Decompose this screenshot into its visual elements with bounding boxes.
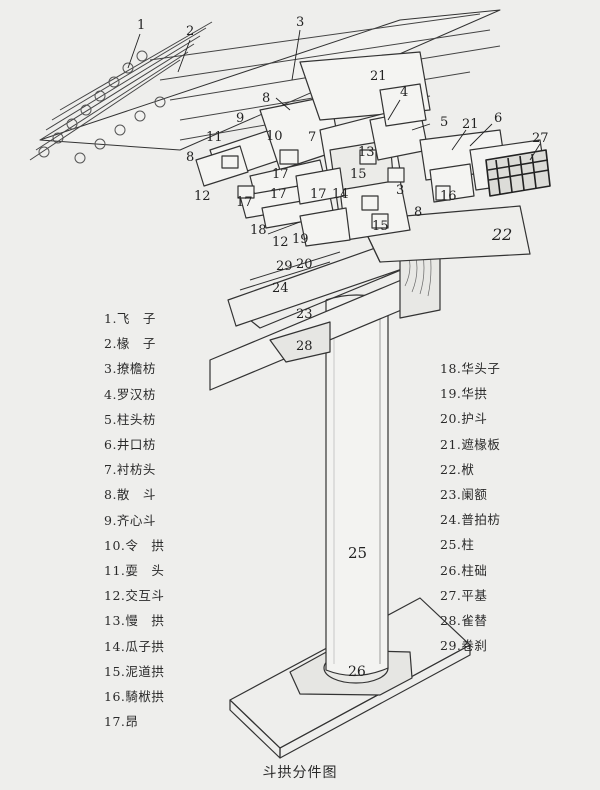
- callout-2: 2: [186, 24, 194, 39]
- legend-item: 2.椽 子: [104, 336, 156, 352]
- callout-25: 25: [348, 544, 367, 562]
- legend-left: 1.飞 子 2.椽 子 3.撩檐枋 4.罗汉枋 5.柱头枋 6.井口枋 7.衬枋…: [104, 306, 164, 734]
- legend-item: 1.飞 子: [104, 311, 156, 326]
- legend-item: 24.普拍枋: [440, 512, 501, 528]
- callout-17d: 17: [310, 187, 327, 202]
- callout-17b: 17: [236, 195, 253, 210]
- legend-item: 12.交互斗: [104, 588, 165, 604]
- callout-15b: 15: [372, 219, 389, 234]
- callout-28: 28: [296, 339, 313, 354]
- callout-29: 29: [276, 259, 293, 274]
- callout-9: 9: [236, 111, 244, 126]
- legend-item: 7.衬枋头: [104, 462, 156, 478]
- legend-item: 10.令 拱: [104, 537, 165, 553]
- legend-item: 6.井口枋: [104, 437, 156, 453]
- callout-24: 24: [272, 281, 289, 296]
- legend-item: 23.阑额: [440, 487, 488, 503]
- callout-12a: 12: [194, 189, 211, 204]
- legend-item: 26.柱础: [440, 562, 488, 578]
- legend-item: 21.遮椽板: [440, 436, 501, 452]
- callout-1: 1: [137, 18, 145, 33]
- legend-item: 5.柱头枋: [104, 411, 156, 427]
- callout-21a: 21: [370, 69, 387, 84]
- legend-item: 20.护斗: [440, 411, 488, 427]
- legend-item: 13.慢 拱: [104, 613, 165, 629]
- callout-21b: 21: [462, 117, 479, 132]
- legend-item: 28.雀替: [440, 613, 488, 629]
- legend-item: 4.罗汉枋: [104, 386, 156, 402]
- ceiling-lattice: [485, 149, 551, 197]
- callout-14: 14: [332, 187, 349, 202]
- legend-item: 9.齐心斗: [104, 512, 156, 528]
- callout-5: 5: [440, 115, 448, 130]
- callout-17c: 17: [270, 187, 287, 202]
- legend-item: 27.平基: [440, 587, 488, 603]
- legend-item: 18.华头子: [440, 361, 501, 376]
- callout-8a: 8: [262, 91, 270, 106]
- column-top-lines: [239, 251, 341, 291]
- legend-item: 11.耍 头: [104, 563, 165, 579]
- callout-numbers: 1 2 3 21 4 8 9 10 7 5 21 6 27 11 8 13 15…: [137, 15, 549, 680]
- legend-item: 15.泥道拱: [104, 663, 165, 679]
- callout-10: 10: [266, 129, 283, 144]
- callout-11: 11: [206, 130, 223, 145]
- legend-item: 25.柱: [440, 537, 475, 553]
- callout-16: 16: [440, 189, 457, 204]
- legend-item: 14.瓜子拱: [104, 638, 165, 654]
- legend-item: 19.华拱: [440, 386, 488, 402]
- callout-19: 19: [292, 232, 309, 247]
- figure-caption: 斗拱分件图: [262, 765, 338, 781]
- callout-7: 7: [308, 130, 316, 145]
- legend-item: 16.騎栿拱: [104, 689, 165, 705]
- callout-20: 20: [296, 257, 313, 272]
- callout-22: 22: [491, 225, 512, 244]
- callout-8c: 8: [414, 205, 422, 220]
- legend-item: 3.撩檐枋: [104, 361, 156, 377]
- callout-18: 18: [250, 223, 267, 238]
- legend-right: 18.华头子 19.华拱 20.护斗 21.遮椽板 22.栿 23.阑额 24.…: [440, 356, 500, 658]
- callout-3b: 3: [396, 183, 404, 198]
- legend-item: 29.卷刹: [440, 638, 488, 654]
- legend-item: 8.散 斗: [104, 487, 156, 503]
- legend-item: 17.昂: [104, 714, 139, 730]
- callout-8b: 8: [186, 150, 194, 165]
- callout-3: 3: [296, 15, 304, 30]
- callout-12b: 12: [272, 235, 289, 250]
- callout-4: 4: [400, 85, 408, 100]
- column: [325, 294, 389, 677]
- callout-17a: 17: [272, 167, 289, 182]
- callout-27: 27: [532, 131, 549, 146]
- callout-13: 13: [358, 145, 375, 160]
- callout-6: 6: [494, 111, 502, 126]
- legend-item: 22.栿: [440, 461, 475, 477]
- bracket-cluster: [195, 51, 547, 247]
- leader-lines: [127, 29, 541, 235]
- callout-26: 26: [348, 664, 366, 680]
- callout-23: 23: [296, 307, 313, 322]
- callout-15: 15: [350, 167, 367, 182]
